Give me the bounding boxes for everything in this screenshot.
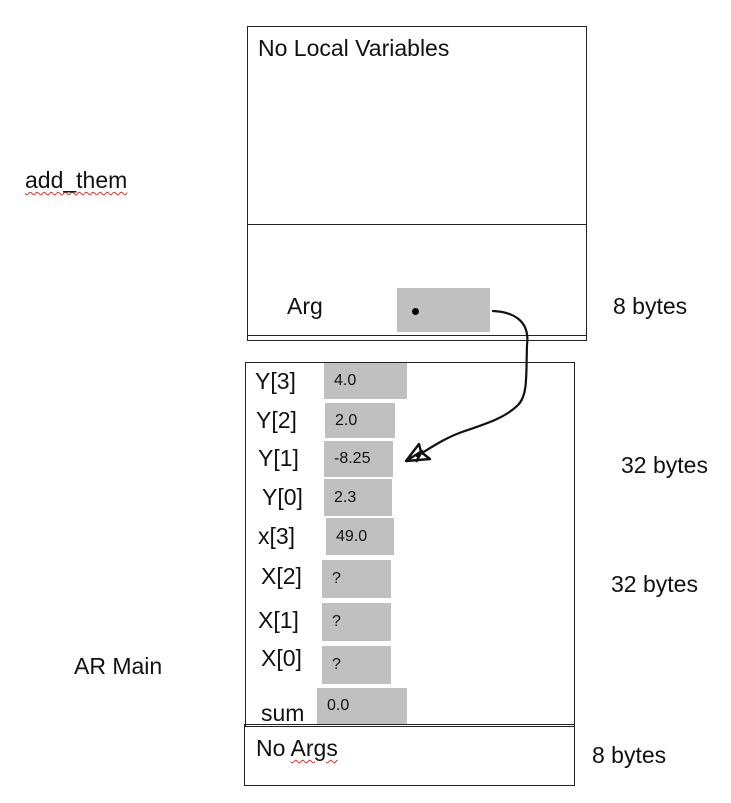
main-row-name-x3: x[3]: [258, 523, 296, 549]
main-args-text-mark: Args: [290, 735, 338, 761]
add-them-size: 8 bytes: [613, 293, 688, 319]
add-them-bottom-double-line: [247, 335, 587, 336]
main-row-name-sum: sum: [261, 700, 305, 726]
main-args-text-pre: No: [256, 735, 291, 761]
main-row-name-x2: X[2]: [261, 563, 302, 589]
add-them-locals-text: No Local Variables: [258, 35, 450, 61]
main-args-box: [244, 724, 575, 786]
main-row-value-x0: ?: [322, 646, 391, 684]
pointer-arrowhead-icon: [404, 442, 432, 463]
main-row-value-y0: 2.3: [324, 479, 392, 516]
add-them-frame: [247, 26, 587, 341]
main-row-name-x0: X[0]: [261, 645, 302, 671]
main-row-name-y0: Y[0]: [262, 484, 303, 510]
pointer-dot-icon: [412, 308, 419, 315]
main-row-value-y1: -8.25: [324, 441, 393, 477]
main-args-text: No Args: [256, 737, 338, 760]
main-row-value-x2: ?: [322, 560, 391, 598]
main-row-name-y2: Y[2]: [256, 407, 297, 433]
add-them-label: add_them: [25, 167, 128, 193]
main-x-array-size: 32 bytes: [611, 571, 698, 597]
main-row-name-y1: Y[1]: [258, 445, 299, 471]
main-row-value-y3: 4.0: [324, 363, 407, 399]
main-frame: [245, 362, 575, 727]
main-row-value-y2: 2.0: [325, 403, 395, 438]
main-y-array-size: 32 bytes: [621, 452, 708, 478]
main-row-value-x3: 49.0: [326, 518, 394, 555]
pointer-arrow-curve: [415, 309, 529, 458]
main-row-value-x1: ?: [322, 603, 391, 641]
main-args-size: 8 bytes: [592, 742, 667, 768]
main-row-name-x1: X[1]: [258, 607, 299, 633]
main-label: AR Main: [74, 653, 163, 679]
main-row-value-sum: 0.0: [317, 688, 407, 724]
arg-label: Arg: [287, 293, 323, 319]
arg-pointer-cell: [397, 288, 490, 332]
add-them-locals-divider: [247, 224, 587, 225]
main-row-name-y3: Y[3]: [255, 368, 296, 394]
